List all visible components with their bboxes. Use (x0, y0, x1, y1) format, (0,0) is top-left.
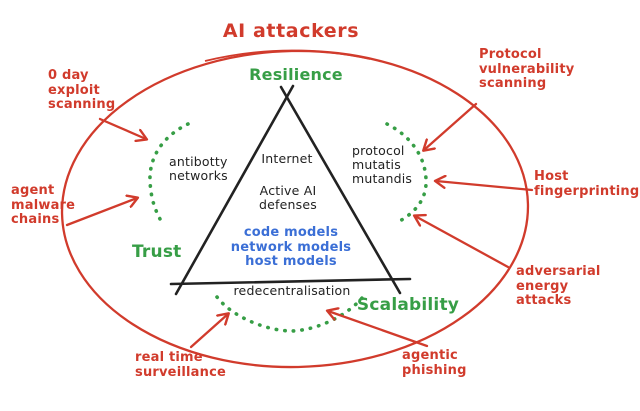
defense-arc-bottom (215, 291, 368, 333)
defense-models-list: code models network models host models (230, 225, 352, 270)
protocol-mutatis-mutandis-label: protocol mutatis mutandis (352, 143, 413, 187)
active-ai-defenses-label: Active AI defenses (259, 183, 317, 213)
arrow-protocol-vulnerability (424, 102, 478, 150)
triangle-right-edge (279, 85, 402, 295)
arrow-host-fingerprinting (436, 181, 534, 192)
attacker-agentic-phishing-label: agentic phishing (402, 348, 467, 378)
diagram-title: AI attackers (222, 20, 360, 42)
arrow-zero-day (98, 117, 146, 139)
attacker-adversarial-energy-label: adversarial energy attacks (516, 264, 601, 309)
vertex-label-trust: Trust (132, 242, 182, 262)
attacker-zero-day-label: 0 day exploit scanning (48, 68, 116, 113)
arrow-real-time-surveillance (189, 314, 228, 349)
defense-arc-left (148, 122, 190, 221)
internet-triangle (169, 84, 412, 296)
arrow-adversarial-energy (415, 216, 510, 269)
vertex-label-scalability: Scalability (356, 295, 460, 315)
attack-arrows (65, 102, 534, 349)
arrow-agentic-phishing (328, 311, 429, 348)
ellipse-double-stroke (204, 49, 371, 62)
attacker-host-fingerprinting-label: Host fingerprinting (534, 169, 640, 199)
redecentralisation-label: redecentralisation (233, 283, 351, 298)
defense-arc-right (385, 122, 428, 225)
attacker-protocol-vulnerability-label: Protocol vulnerability scanning (479, 47, 575, 92)
attacker-agent-malware-label: agent malware chains (11, 183, 76, 228)
attacker-real-time-surveillance-label: real time surveillance (135, 350, 227, 380)
arrow-agent-malware (65, 198, 137, 227)
triangle-left-edge (174, 84, 295, 296)
vertex-label-resilience: Resilience (249, 65, 343, 84)
antibotty-networks-label: antibotty networks (169, 154, 228, 184)
triangle-bottom-edge (169, 277, 412, 286)
internet-label: Internet (261, 151, 313, 166)
